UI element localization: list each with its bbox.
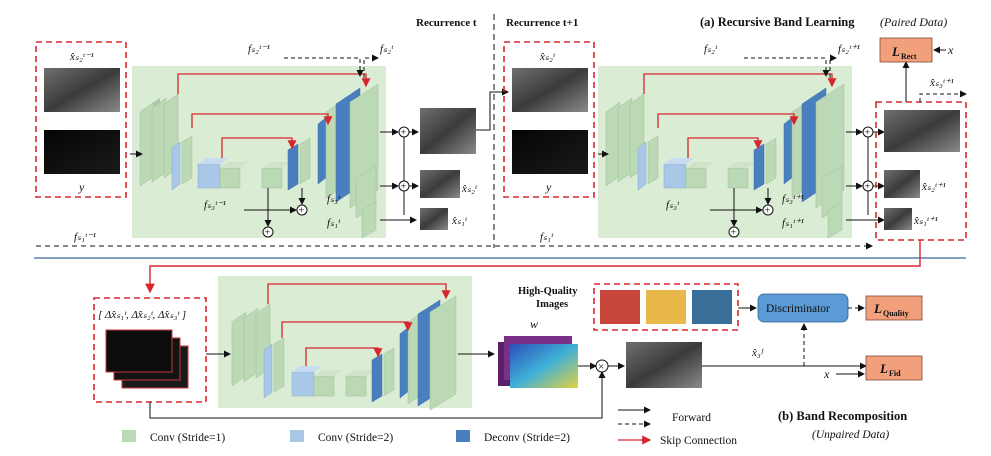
output-box-t1 [875, 101, 967, 241]
input-box-t1 [503, 41, 595, 198]
hq-title-line2: Images [536, 299, 568, 310]
f-s3-cur-t: fₛ₃ᵗ [327, 193, 341, 205]
section-b-title: (b) Band Recomposition [778, 409, 907, 423]
loss-fid-sub: Fid [889, 369, 901, 378]
hq-image-flowers [600, 290, 640, 324]
input-box-t [35, 41, 127, 198]
legend-forward: Forward [672, 412, 711, 424]
section-a-title: (a) Recursive Band Learning [700, 15, 855, 29]
f-s1-cur-t: fₛ₁ᵗ [327, 217, 341, 229]
section-a-subtitle: (Paired Data) [880, 15, 947, 29]
svg-text:+: + [765, 206, 771, 217]
layers-t1 [605, 73, 845, 239]
loss-rect-box [879, 37, 933, 63]
svg-text:+: + [865, 182, 871, 193]
loss-fid-box [865, 355, 923, 381]
concat-node-t1 [296, 204, 308, 216]
hq-images-box [593, 283, 739, 331]
hq-image-autumn [646, 290, 686, 324]
skip-to-section-b [145, 240, 921, 294]
f-s3-prev-t1: fₛ₃ᵗ [666, 199, 680, 211]
f-s2-cur-t1: fₛ₂ᵗ⁺¹ [838, 43, 860, 55]
svg-text:+: + [401, 128, 407, 139]
loss-rect-x: x [947, 43, 954, 57]
legend: Conv (Stride=1) Conv (Stride=2) Deconv (… [122, 406, 737, 447]
output-s2-label-t: x̂ₛ₂ᵗ [461, 183, 478, 195]
input-x-label-t1: x̂ₛ₂ᵗ [539, 51, 556, 63]
f-s1-prev-bottom-t1: fₛ₁ᵗ [540, 231, 554, 243]
output-s1-image-t [420, 208, 448, 230]
skip-connections-t [177, 73, 371, 158]
f-s2-prev-t1: fₛ₂ᵗ [704, 43, 718, 55]
svg-text:×: × [598, 361, 604, 373]
w-label: w [530, 317, 538, 331]
f-s3-cur-t1: fₛ₃ᵗ⁺¹ [782, 193, 804, 205]
recurrence-t-label: Recurrence t [416, 17, 477, 29]
svg-text:+: + [731, 228, 737, 239]
legend-conv2: Conv (Stride=2) [318, 432, 393, 444]
input-image-t1 [512, 68, 588, 112]
loss-rect-sub: Rect [901, 52, 917, 61]
output-s2-image-t [420, 170, 460, 198]
input-dark-image-t1 [512, 130, 588, 174]
svg-text:+: + [265, 228, 271, 239]
input-dark-image-t [44, 130, 120, 174]
legend-swatch-conv1 [122, 430, 136, 442]
f-s2-prev-t: fₛ₂ᵗ⁻¹ [248, 43, 270, 55]
concat-node-t2 [262, 226, 274, 238]
discriminator-label: Discriminator [766, 303, 830, 315]
output-s3-label-t1: x̂ₛ₃ᵗ⁺¹ [929, 77, 954, 89]
legend-conv1: Conv (Stride=1) [150, 432, 225, 444]
input-y-label-t1: y [545, 180, 552, 194]
layers-t [139, 83, 379, 239]
output-s2-label-t1: x̂ₛ₂ᵗ⁺¹ [921, 181, 946, 193]
loss-fid-x: x [823, 367, 830, 381]
s1-feature-line: fₛ₁ᵗ⁻¹ fₛ₁ᵗ [36, 231, 873, 250]
output-s1-image-t1 [884, 208, 912, 230]
recurrence-t1-label: Recurrence t+1 [506, 17, 578, 29]
recurrence-t1-block: Recurrence t+1 (a) Recursive Band Learni… [503, 15, 967, 241]
f-s2-out-t [363, 54, 379, 78]
legend-swatch-deconv [456, 430, 470, 442]
legend-deconv: Deconv (Stride=2) [484, 432, 570, 444]
loss-quality-box [865, 295, 923, 321]
svg-text:+: + [401, 182, 407, 193]
loss-quality-sub: Quality [883, 309, 909, 318]
output-s2-image-t1 [884, 170, 920, 198]
output-s1-label-t: x̂ₛ₁ᵗ [451, 215, 468, 227]
section-b: [ Δx̂ₛ₁ᵗ, Δx̂ₛ₂ᵗ, Δx̂ₛ₃ᵗ ] [93, 276, 923, 441]
output-s3-image-t [420, 108, 476, 154]
svg-text:+: + [299, 206, 305, 217]
input-x-label-t: x̂ₛ₂ᵗ⁻¹ [69, 51, 94, 63]
hq-image-stones [692, 290, 732, 324]
svg-text:+: + [865, 128, 871, 139]
legend-skip: Skip Connection [660, 435, 737, 447]
xF-label: x̂₃ᶠ [751, 347, 765, 359]
input-y-label-t: y [78, 180, 85, 194]
loss-quality-label: L [873, 301, 882, 316]
weight-map-1 [510, 344, 578, 388]
recomposed-image [626, 342, 702, 388]
f-s2-cur-t: fₛ₂ᵗ [380, 43, 394, 55]
section-b-subtitle: (Unpaired Data) [812, 429, 889, 441]
recurrence-t-block: x̂ₛ₂ᵗ⁻¹ y [35, 17, 478, 239]
layers-b [231, 283, 457, 411]
loss-rect-label: L [891, 44, 900, 59]
input-image-t [44, 68, 120, 112]
legend-swatch-conv2 [290, 430, 304, 442]
f-s3-prev-t: fₛ₃ᵗ⁻¹ [204, 199, 226, 211]
f-s2-dashed-t [284, 57, 364, 77]
output-s1-label-t1: x̂ₛ₁ᵗ⁺¹ [913, 215, 938, 227]
loss-fid-label: L [879, 361, 888, 376]
f-s1-cur-t1: fₛ₁ᵗ⁺¹ [782, 217, 804, 229]
delta-image-1 [105, 329, 173, 373]
hq-title-line1: High-Quality [518, 286, 578, 297]
delta-label: [ Δx̂ₛ₁ᵗ, Δx̂ₛ₂ᵗ, Δx̂ₛ₃ᵗ ] [98, 309, 186, 321]
f-s1-prev-bottom-t: fₛ₁ᵗ⁻¹ [74, 231, 96, 243]
output-s3-image-t1 [884, 110, 960, 152]
